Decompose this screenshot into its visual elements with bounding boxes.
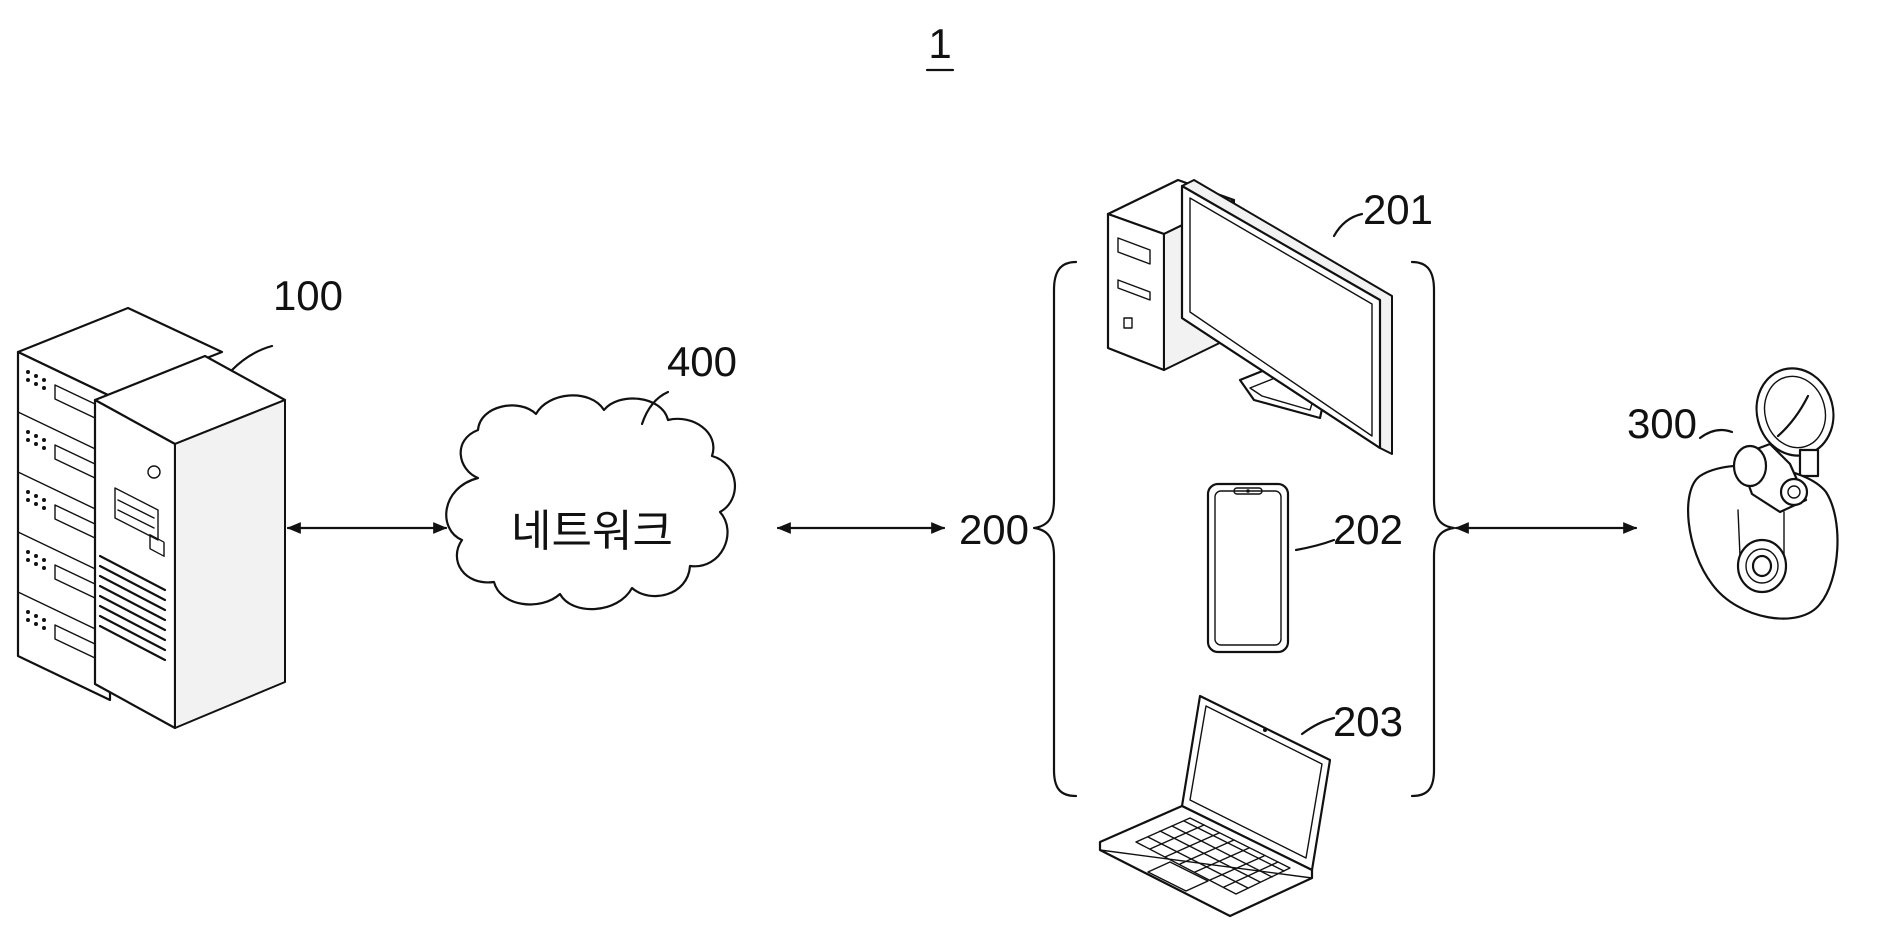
desktop-icon — [1106, 178, 1393, 455]
desktop-label: 201 — [1363, 186, 1433, 233]
devices-right-brace — [1410, 260, 1456, 798]
server-leader-line — [230, 344, 274, 372]
figure-number-text: 1 — [928, 20, 951, 67]
laptop-leader-line — [1300, 716, 1336, 736]
camera-icon — [1687, 367, 1839, 620]
laptop-icon — [1098, 694, 1332, 918]
laptop-label: 203 — [1333, 698, 1403, 745]
devices-left-brace — [1032, 260, 1078, 798]
smartphone-icon — [1206, 482, 1290, 654]
smartphone-label: 202 — [1333, 506, 1403, 553]
camera-label: 300 — [1627, 400, 1697, 447]
camera-leader-line — [1698, 428, 1734, 440]
server-icon — [16, 306, 287, 730]
network-leader-line — [640, 390, 670, 426]
cloud-icon: 네트워크 — [445, 394, 736, 611]
server-label: 100 — [273, 272, 343, 319]
desktop-leader-line — [1332, 212, 1364, 238]
network-text: 네트워크 — [511, 507, 673, 556]
network-label: 400 — [667, 338, 737, 385]
figure-number: 1 — [925, 20, 955, 72]
smartphone-leader-line — [1294, 538, 1336, 552]
devices-label: 200 — [959, 506, 1029, 553]
